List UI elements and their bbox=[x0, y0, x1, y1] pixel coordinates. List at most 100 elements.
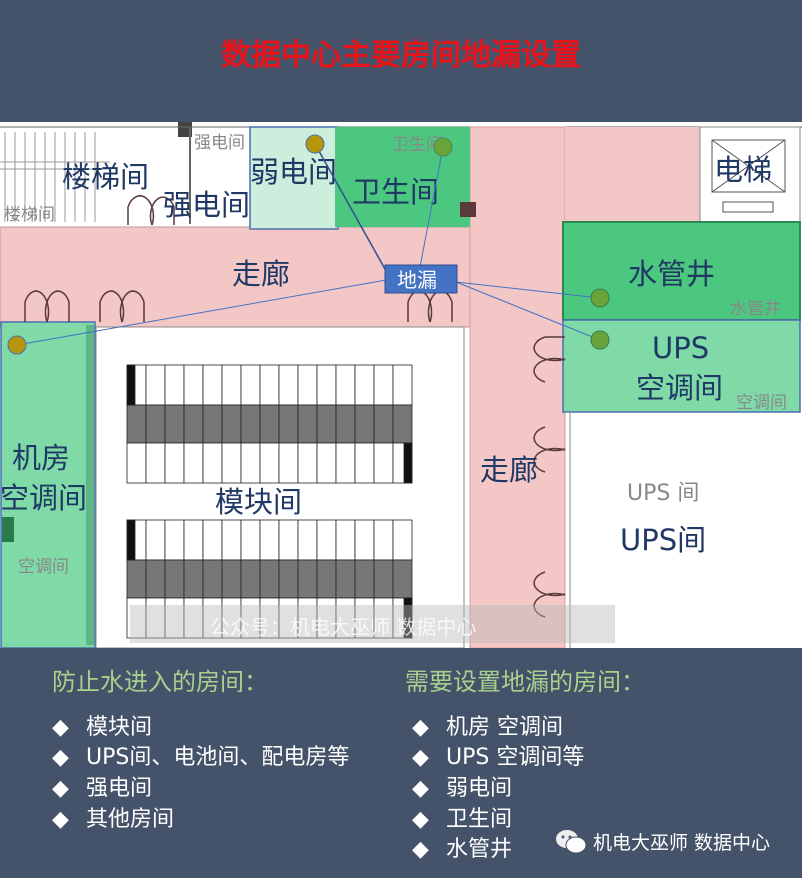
diamond-bullet-icon: ◆ bbox=[412, 745, 429, 770]
list-item-text: 水管井 bbox=[446, 837, 513, 862]
ghost-label-ups-ac: 空调间 bbox=[736, 393, 787, 413]
diamond-bullet-icon: ◆ bbox=[52, 807, 69, 832]
list-item-text: UPS间、电池间、配电房等 bbox=[86, 745, 350, 770]
rack-cabinet-hatched bbox=[373, 559, 394, 599]
label-stair: 楼梯间 bbox=[62, 160, 149, 194]
rack-cabinet bbox=[316, 364, 337, 406]
rack-cabinet-hatched bbox=[202, 404, 223, 444]
rack-cabinet bbox=[164, 364, 185, 406]
diamond-bullet-icon: ◆ bbox=[52, 745, 69, 770]
list-item-text: 机房 空调间 bbox=[446, 715, 563, 740]
diamond-bullet-icon: ◆ bbox=[52, 715, 69, 740]
rack-cabinet bbox=[278, 364, 299, 406]
rack-cabinet bbox=[297, 442, 318, 484]
rack-cabinet bbox=[354, 364, 375, 406]
list-item-text: 强电间 bbox=[86, 776, 153, 801]
right-list-item: ◆ 卫生间 bbox=[412, 801, 512, 833]
left-list-item: ◆模块间 bbox=[52, 709, 152, 741]
rack-cabinet bbox=[221, 519, 242, 561]
rack-cabinet bbox=[202, 519, 223, 561]
list-item-text: 其他房间 bbox=[86, 807, 175, 832]
left-heading: 防止水进入的房间： bbox=[52, 668, 268, 696]
rack-end-cap bbox=[403, 597, 413, 639]
label-toilet: 卫生间 bbox=[352, 175, 439, 209]
label-crac-1: 机房 bbox=[12, 441, 70, 475]
rack-cabinet-hatched bbox=[183, 404, 204, 444]
rack-cabinet bbox=[164, 442, 185, 484]
left-list-item: ◆强电间 bbox=[52, 770, 152, 802]
label-crac-2: 空调间 bbox=[0, 481, 87, 515]
rack-cabinet-hatched bbox=[164, 559, 185, 599]
rack-cabinet bbox=[335, 519, 356, 561]
ghost-label-pipe: 水管井 bbox=[730, 299, 781, 319]
right-heading: 需要设置地漏的房间： bbox=[405, 668, 645, 696]
rack-cabinet bbox=[259, 364, 280, 406]
ghost-label-crac: 空调间 bbox=[18, 557, 69, 577]
rack-cabinet-hatched bbox=[297, 404, 318, 444]
corridor-vertical bbox=[469, 126, 566, 648]
rack-cabinet bbox=[202, 442, 223, 484]
rack-cabinet bbox=[145, 519, 166, 561]
rack-cabinet-hatched bbox=[316, 559, 337, 599]
list-item-text: 卫生间 bbox=[446, 807, 513, 832]
rack-cabinet-hatched bbox=[335, 559, 356, 599]
right-list-item: ◆ UPS 空调间等 bbox=[412, 739, 584, 771]
rack-end-cap bbox=[403, 442, 413, 484]
rack-cabinet-hatched bbox=[259, 404, 280, 444]
rack-end-cap bbox=[126, 364, 136, 406]
rack-cabinet bbox=[278, 519, 299, 561]
floor-plan: 楼梯间 强电间 卫生间 水管井 空调间 空调间 UPS 间 楼梯间 强电间 弱电… bbox=[0, 122, 802, 648]
rack-cabinet bbox=[335, 442, 356, 484]
rack-cabinet-hatched bbox=[297, 559, 318, 599]
right-list-item: ◆弱电间 bbox=[412, 770, 512, 802]
drain-label-box bbox=[384, 264, 458, 294]
label-elevator: 电梯 bbox=[714, 153, 772, 187]
label-ups-room: UPS间 bbox=[620, 523, 706, 557]
rack-cabinet-hatched bbox=[221, 559, 242, 599]
rack-cabinet bbox=[183, 442, 204, 484]
footer-brand: 机电大巫师 数据中心 bbox=[555, 828, 770, 855]
ghost-label-toilet: 卫生间 bbox=[392, 135, 443, 155]
rack-cabinet bbox=[392, 519, 413, 561]
label-pipe-shaft: 水管井 bbox=[628, 257, 715, 291]
label-weak-current: 弱电间 bbox=[250, 155, 337, 189]
drain-label: 地漏 bbox=[397, 268, 437, 292]
rack-cabinet-hatched bbox=[354, 559, 375, 599]
rack-cabinet-hatched bbox=[392, 559, 413, 599]
rack-cabinet-hatched bbox=[335, 404, 356, 444]
rack-cabinet bbox=[259, 519, 280, 561]
ghost-label-strong: 强电间 bbox=[194, 133, 245, 153]
rack-cabinet-hatched bbox=[126, 404, 147, 444]
rack-cabinet bbox=[240, 442, 261, 484]
rack-cabinet bbox=[259, 442, 280, 484]
ghost-label-ups: UPS 间 bbox=[627, 481, 699, 506]
page-title: 数据中心主要房间地漏设置 bbox=[221, 38, 581, 73]
rack-cabinet bbox=[164, 519, 185, 561]
rack-cabinet-hatched bbox=[183, 559, 204, 599]
label-corridor-2: 走廊 bbox=[480, 453, 538, 487]
ghost-label-stair: 楼梯间 bbox=[4, 205, 55, 225]
diamond-bullet-icon: ◆ bbox=[412, 837, 429, 862]
rack-cabinet-hatched bbox=[126, 559, 147, 599]
rack-cabinet-hatched bbox=[373, 404, 394, 444]
rack-cabinet bbox=[373, 442, 394, 484]
diamond-bullet-icon: ◆ bbox=[412, 715, 429, 740]
rack-cabinet bbox=[278, 442, 299, 484]
rack-cabinet-hatched bbox=[392, 404, 413, 444]
rack-cabinet bbox=[145, 364, 166, 406]
rack-end-cap bbox=[126, 519, 136, 561]
rack-cabinet bbox=[335, 364, 356, 406]
list-item-text: UPS 空调间等 bbox=[446, 745, 585, 770]
drain-point-pipe bbox=[590, 288, 610, 308]
rack-cabinet-hatched bbox=[202, 559, 223, 599]
rack-cabinet bbox=[240, 364, 261, 406]
rack-cabinet bbox=[202, 364, 223, 406]
diamond-bullet-icon: ◆ bbox=[412, 776, 429, 801]
drain-point-ups-ac bbox=[590, 330, 610, 350]
drain-point-weak bbox=[305, 134, 325, 154]
rack-cabinet bbox=[183, 519, 204, 561]
rack-cabinet-hatched bbox=[164, 404, 185, 444]
rack-cabinet bbox=[221, 442, 242, 484]
diamond-bullet-icon: ◆ bbox=[412, 807, 429, 832]
rack-cabinet-hatched bbox=[145, 559, 166, 599]
